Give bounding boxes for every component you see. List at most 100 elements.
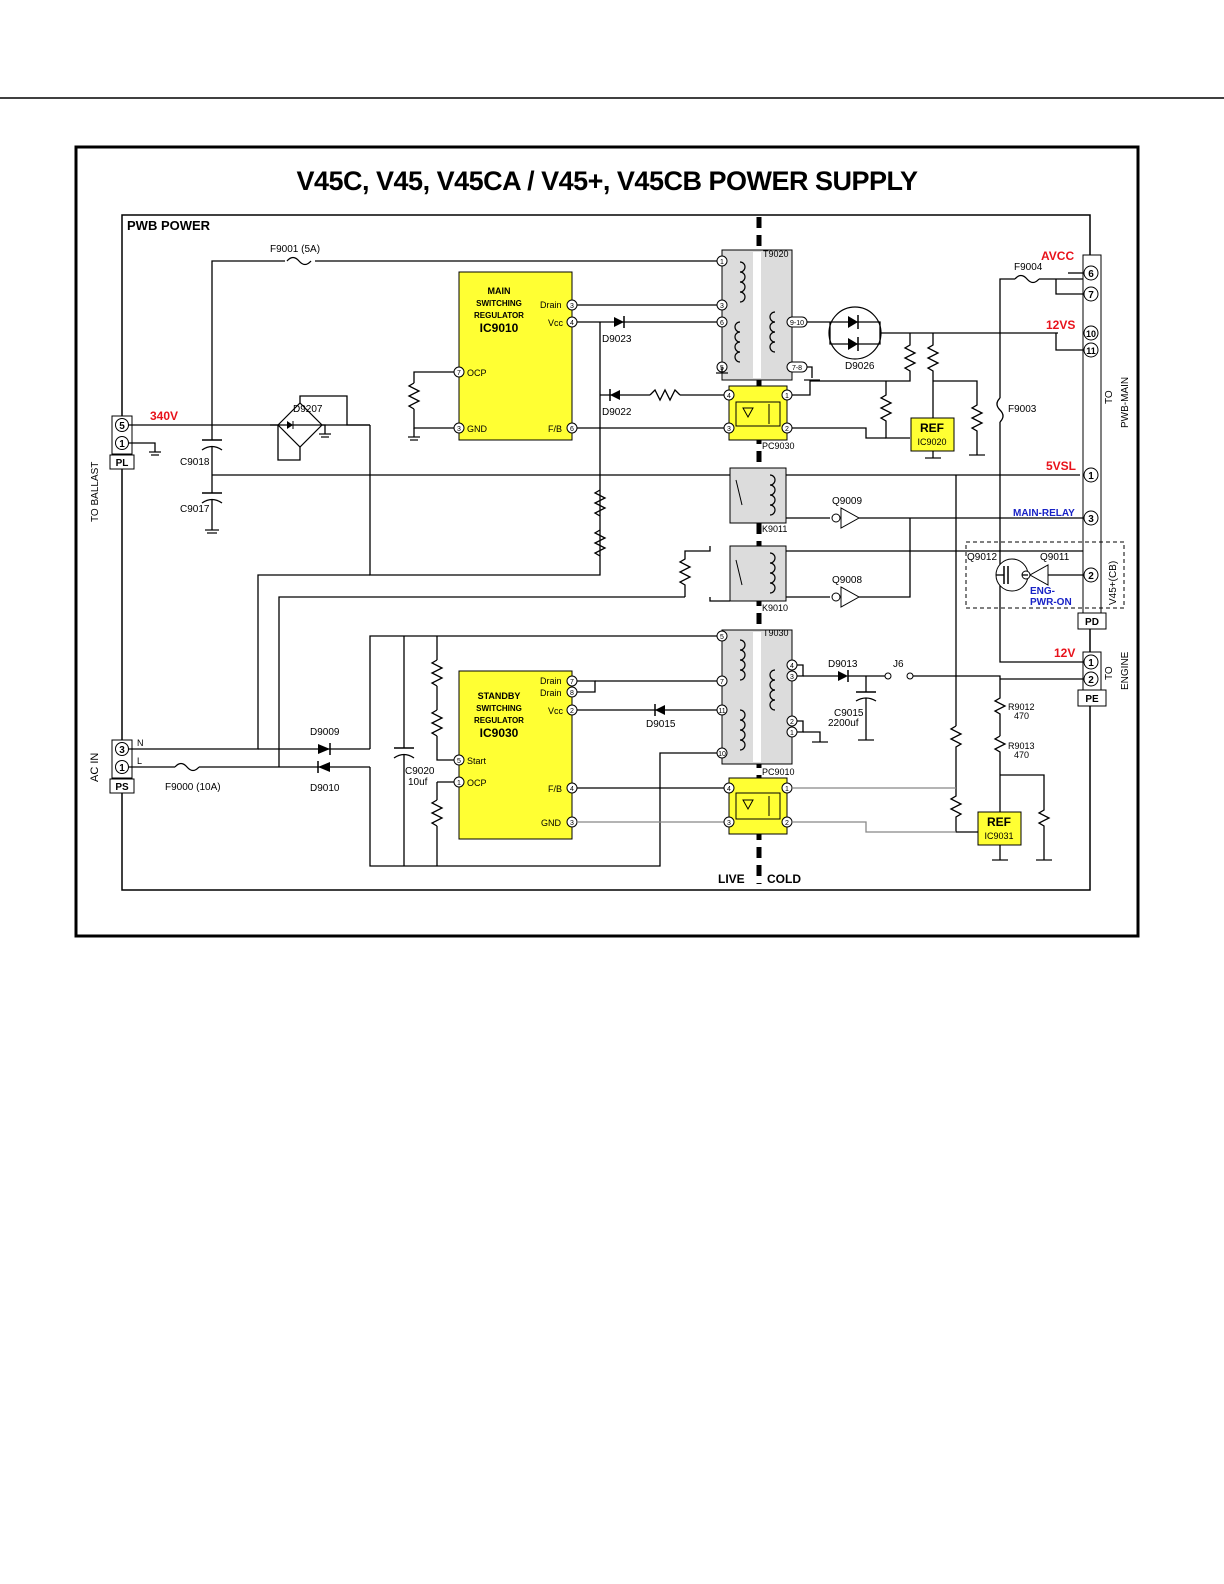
svg-text:REF: REF bbox=[920, 421, 944, 435]
label-q9009: Q9009 bbox=[832, 496, 862, 507]
rail-avcc: AVCC bbox=[1041, 249, 1074, 263]
label-c9015-value: 2200uf bbox=[828, 718, 859, 729]
svg-text:3: 3 bbox=[570, 820, 574, 827]
label-d9013: D9013 bbox=[828, 659, 858, 670]
label-q9012: Q9012 bbox=[967, 552, 997, 563]
to-label-main: TO bbox=[1104, 390, 1115, 404]
svg-text:REGULATOR: REGULATOR bbox=[474, 716, 524, 725]
live-side-wiring bbox=[128, 260, 1080, 867]
svg-text:3: 3 bbox=[720, 303, 724, 310]
label-f9003: F9003 bbox=[1008, 404, 1037, 415]
label-d9010: D9010 bbox=[310, 783, 340, 794]
label-f9000: F9000 (10A) bbox=[165, 782, 221, 793]
label-c9015: C9015 bbox=[834, 708, 864, 719]
svg-text:1: 1 bbox=[119, 763, 125, 774]
rail-main-relay: MAIN-RELAY bbox=[1013, 508, 1075, 519]
to-ballast-label: TO BALLAST bbox=[90, 462, 101, 522]
svg-text:Drain: Drain bbox=[540, 676, 562, 686]
svg-text:11: 11 bbox=[1086, 346, 1096, 356]
svg-text:3: 3 bbox=[727, 820, 731, 827]
label-t9030: T9030 bbox=[763, 628, 789, 638]
label-r9012-value: 470 bbox=[1014, 711, 1029, 721]
svg-text:Drain: Drain bbox=[540, 300, 562, 310]
svg-text:STANDBY: STANDBY bbox=[478, 691, 521, 701]
board-label: PWB POWER bbox=[127, 218, 211, 233]
line-l-label: L bbox=[137, 756, 142, 766]
svg-text:GND: GND bbox=[541, 818, 562, 828]
svg-text:7-8: 7-8 bbox=[792, 365, 802, 372]
optocoupler-pc9030: 4 3 1 2 bbox=[723, 385, 793, 441]
svg-text:PL: PL bbox=[116, 458, 129, 469]
connector-pl: 5 1 PL bbox=[109, 415, 135, 470]
svg-text:4: 4 bbox=[790, 663, 794, 670]
to-label-engine: TO bbox=[1104, 666, 1115, 680]
label-j6: J6 bbox=[893, 659, 904, 670]
cold-label: COLD bbox=[767, 872, 801, 886]
eng-pwr-on-line2: PWR-ON bbox=[1030, 597, 1072, 608]
svg-text:OCP: OCP bbox=[467, 368, 487, 378]
svg-text:MAIN: MAIN bbox=[488, 286, 511, 296]
label-d9009: D9009 bbox=[310, 727, 340, 738]
label-r9013-value: 470 bbox=[1014, 750, 1029, 760]
pwb-board-outline bbox=[121, 214, 1091, 891]
label-t9020: T9020 bbox=[763, 249, 789, 259]
transformer-t9020: 1 3 6 5 9-10 7-8 bbox=[716, 249, 820, 381]
svg-text:Drain: Drain bbox=[540, 688, 562, 698]
fuse-f9001 bbox=[285, 255, 315, 267]
svg-text:1: 1 bbox=[785, 786, 789, 793]
svg-text:9-10: 9-10 bbox=[790, 320, 804, 327]
svg-text:IC9010: IC9010 bbox=[480, 321, 519, 335]
optocoupler-pc9010: 4 3 1 2 bbox=[723, 777, 793, 835]
label-d9022: D9022 bbox=[602, 407, 632, 418]
svg-text:3: 3 bbox=[119, 745, 125, 756]
label-q9011: Q9011 bbox=[1040, 552, 1070, 563]
svg-text:4: 4 bbox=[727, 786, 731, 793]
label-r9012: R9012 bbox=[1008, 702, 1035, 712]
connector-pe: 1 2 PE bbox=[1077, 651, 1107, 707]
label-pc9030: PC9030 bbox=[762, 441, 795, 451]
svg-text:IC9030: IC9030 bbox=[480, 726, 519, 740]
svg-text:5: 5 bbox=[720, 634, 724, 641]
diagram-frame bbox=[74, 145, 1140, 938]
svg-text:2: 2 bbox=[785, 426, 789, 433]
svg-text:1: 1 bbox=[785, 393, 789, 400]
svg-text:3: 3 bbox=[1088, 514, 1094, 525]
label-q9008: Q9008 bbox=[832, 575, 862, 586]
svg-text:1: 1 bbox=[1088, 471, 1094, 482]
svg-text:1: 1 bbox=[720, 259, 724, 266]
svg-text:4: 4 bbox=[727, 393, 731, 400]
svg-text:8: 8 bbox=[570, 690, 574, 697]
diagram-title: V45C, V45, V45CA / V45+, V45CB POWER SUP… bbox=[296, 166, 918, 196]
svg-text:7: 7 bbox=[720, 679, 724, 686]
rail-12vs: 12VS bbox=[1046, 318, 1075, 332]
label-c9020: C9020 bbox=[405, 766, 435, 777]
svg-text:5: 5 bbox=[119, 421, 125, 432]
label-c9020-value: 10uf bbox=[408, 777, 428, 788]
relay-k9011 bbox=[729, 467, 787, 524]
label-f9001: F9001 (5A) bbox=[270, 244, 320, 255]
svg-text:3: 3 bbox=[727, 426, 731, 433]
svg-text:3: 3 bbox=[457, 426, 461, 433]
eng-pwr-on-line1: ENG- bbox=[1030, 586, 1055, 597]
label-c9017: C9017 bbox=[180, 504, 210, 515]
svg-text:Vcc: Vcc bbox=[548, 706, 564, 716]
live-label: LIVE bbox=[718, 872, 745, 886]
svg-text:11: 11 bbox=[718, 708, 725, 715]
svg-text:REF: REF bbox=[987, 815, 1011, 829]
svg-text:7: 7 bbox=[570, 679, 574, 686]
engine-label: ENGINE bbox=[1120, 651, 1131, 690]
svg-text:OCP: OCP bbox=[467, 778, 487, 788]
svg-text:1: 1 bbox=[790, 730, 794, 737]
label-k9011: K9011 bbox=[762, 524, 787, 534]
svg-text:PS: PS bbox=[115, 782, 129, 793]
svg-text:10: 10 bbox=[718, 751, 726, 758]
svg-text:IC9020: IC9020 bbox=[917, 437, 946, 447]
svg-text:4: 4 bbox=[570, 320, 574, 327]
svg-text:2: 2 bbox=[785, 820, 789, 827]
svg-text:10: 10 bbox=[1086, 329, 1096, 339]
svg-text:IC9031: IC9031 bbox=[984, 831, 1013, 841]
label-r9013: R9013 bbox=[1008, 741, 1035, 751]
svg-text:2: 2 bbox=[1088, 675, 1094, 686]
svg-text:2: 2 bbox=[790, 719, 794, 726]
